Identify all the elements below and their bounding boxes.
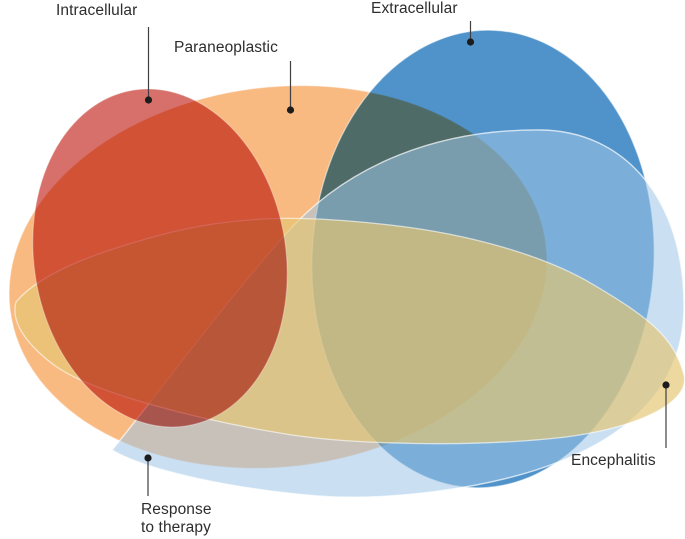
encephalitis-label: Encephalitis — [571, 452, 656, 469]
paraneoplastic-label: Paraneoplastic — [174, 39, 278, 56]
response-to-therapy-dot — [144, 454, 152, 462]
extracellular-label: Extracellular — [371, 0, 458, 17]
response-to-therapy-label-line1: Response — [141, 501, 212, 518]
response-to-therapy-label-line2: to therapy — [141, 519, 211, 536]
callout-connectors — [147, 21, 667, 496]
intracellular-outline — [32, 88, 288, 428]
intracellular-dot — [144, 96, 153, 104]
encephalitis-dot — [662, 381, 670, 389]
response-to-therapy-label: Response to therapy — [141, 501, 212, 537]
intracellular-label: Intracellular — [56, 2, 138, 19]
callout-dots — [144, 38, 670, 462]
extracellular-dot — [466, 38, 475, 46]
intracellular-shape — [32, 88, 288, 428]
paraneoplastic-dot — [286, 106, 295, 114]
intracellular-blob — [32, 88, 288, 428]
